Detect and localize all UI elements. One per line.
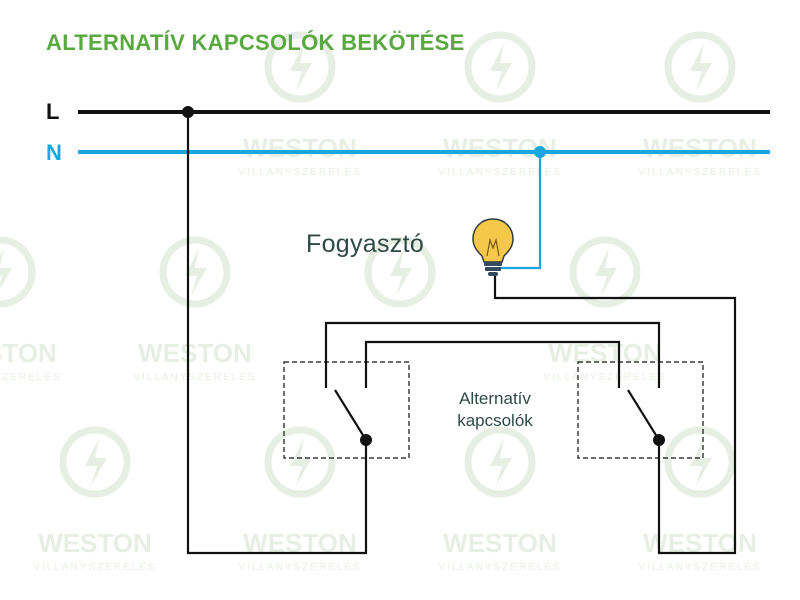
- svg-text:WESTON: WESTON: [243, 133, 357, 163]
- weston-logo-watermark: [364, 236, 436, 308]
- svg-text:VILLANYSZERELÉS: VILLANYSZERELÉS: [33, 560, 156, 573]
- left-switch-lever: [334, 389, 367, 441]
- neutral-line-label: N: [46, 140, 62, 165]
- live-line-label: L: [46, 99, 60, 124]
- svg-text:VILLANYSZERELÉS: VILLANYSZERELÉS: [638, 560, 761, 573]
- switches-label: Alternatív kapcsolók: [438, 388, 552, 432]
- neutral-junction: [534, 146, 546, 158]
- left-switch-pivot: [360, 434, 372, 446]
- weston-logo-watermark: WESTON VILLANYSZERELÉS: [33, 426, 156, 573]
- svg-text:VILLANYSZERELÉS: VILLANYSZERELÉS: [238, 165, 361, 178]
- svg-text:VILLANYSZERELÉS: VILLANYSZERELÉS: [0, 370, 62, 383]
- weston-logo-watermark: WESTON VILLANYSZERELÉS: [133, 236, 256, 383]
- svg-text:WESTON: WESTON: [138, 338, 252, 368]
- right-switch-pivot: [653, 434, 665, 446]
- svg-text:WESTON: WESTON: [38, 528, 152, 558]
- weston-logo-watermark: WESTON VILLANYSZERELÉS: [438, 426, 561, 573]
- diagram-title: ALTERNATÍV KAPCSOLÓK BEKÖTÉSE: [46, 30, 465, 55]
- right-switch-box: [577, 361, 704, 459]
- switches-label-line2: kapcsolók: [457, 411, 533, 430]
- weston-logo-watermark: WESTON VILLANYSZERELÉS: [238, 31, 361, 178]
- svg-text:WESTON: WESTON: [0, 338, 57, 368]
- live-junction: [182, 106, 194, 118]
- traveler-wire-outer: [324, 321, 661, 388]
- bulb-to-switch-wire: [493, 276, 737, 555]
- traveler-wire-inner: [364, 340, 621, 388]
- weston-logo-watermark: WESTON VILLANYSZERELÉS: [0, 236, 62, 383]
- right-switch-lever: [627, 389, 660, 441]
- light-bulb-icon: [472, 218, 514, 276]
- consumer-label: Fogyasztó: [306, 230, 425, 258]
- svg-text:VILLANYSZERELÉS: VILLANYSZERELÉS: [133, 370, 256, 383]
- switches-label-line1: Alternatív: [459, 389, 531, 408]
- svg-text:WESTON: WESTON: [443, 528, 557, 558]
- svg-text:VILLANYSZERELÉS: VILLANYSZERELÉS: [438, 560, 561, 573]
- left-switch-box: [283, 361, 410, 459]
- neutral-to-bulb-wire: [500, 152, 542, 270]
- svg-text:VILLANYSZERELÉS: VILLANYSZERELÉS: [543, 370, 666, 383]
- svg-text:VILLANYSZERELÉS: VILLANYSZERELÉS: [238, 560, 361, 573]
- svg-text:WESTON: WESTON: [643, 133, 757, 163]
- svg-text:VILLANYSZERELÉS: VILLANYSZERELÉS: [638, 165, 761, 178]
- live-feed-wire: [186, 112, 368, 555]
- weston-logo-watermark: WESTON VILLANYSZERELÉS: [638, 31, 761, 178]
- svg-text:VILLANYSZERELÉS: VILLANYSZERELÉS: [438, 165, 561, 178]
